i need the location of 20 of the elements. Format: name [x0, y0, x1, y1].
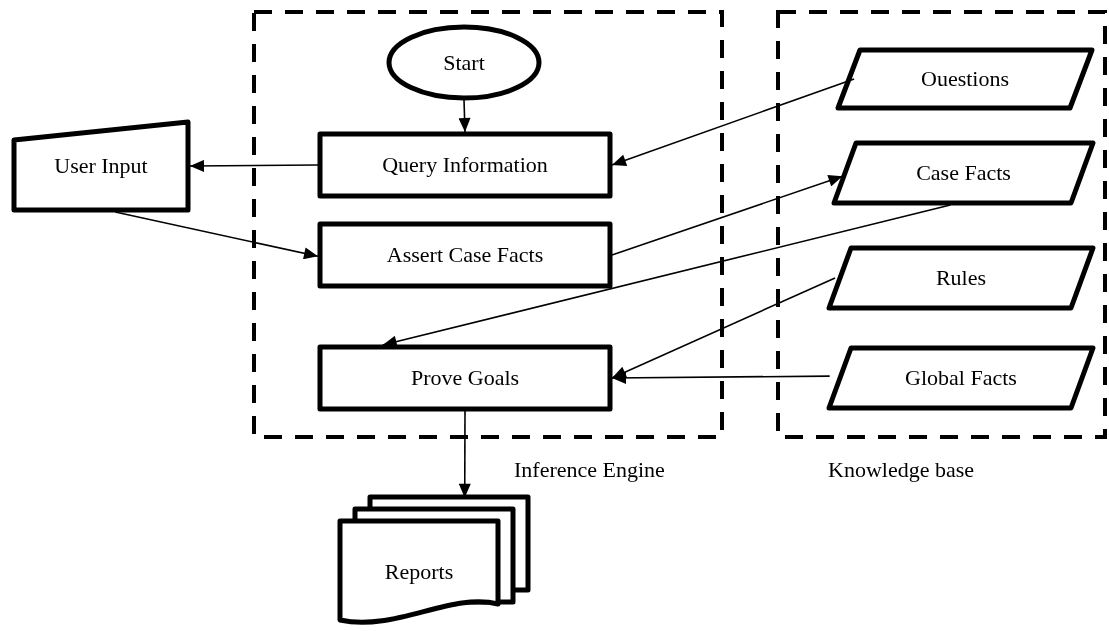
node-text: User Input	[54, 153, 148, 179]
node-text: Start	[443, 49, 485, 76]
node-text: Assert Case Facts	[386, 242, 544, 268]
node-text: Case Facts	[916, 160, 1011, 186]
arrow	[611, 175, 844, 256]
group-label: Knowledge base	[828, 457, 974, 483]
node-text: Reports	[384, 559, 454, 586]
arrow	[114, 211, 319, 260]
node-text: Ouestions	[921, 66, 1009, 92]
arrow	[611, 277, 836, 379]
group-label: Inference Engine	[514, 457, 665, 483]
node-text: Global Facts	[905, 365, 1017, 391]
node-text: Prove Goals	[410, 365, 520, 391]
arrow	[611, 78, 855, 166]
arrow	[189, 159, 319, 172]
node-text: Query Information	[382, 152, 548, 178]
node-text: Rules	[935, 265, 987, 291]
arrow	[611, 371, 831, 384]
arrow	[381, 204, 952, 348]
arrow	[458, 99, 471, 133]
